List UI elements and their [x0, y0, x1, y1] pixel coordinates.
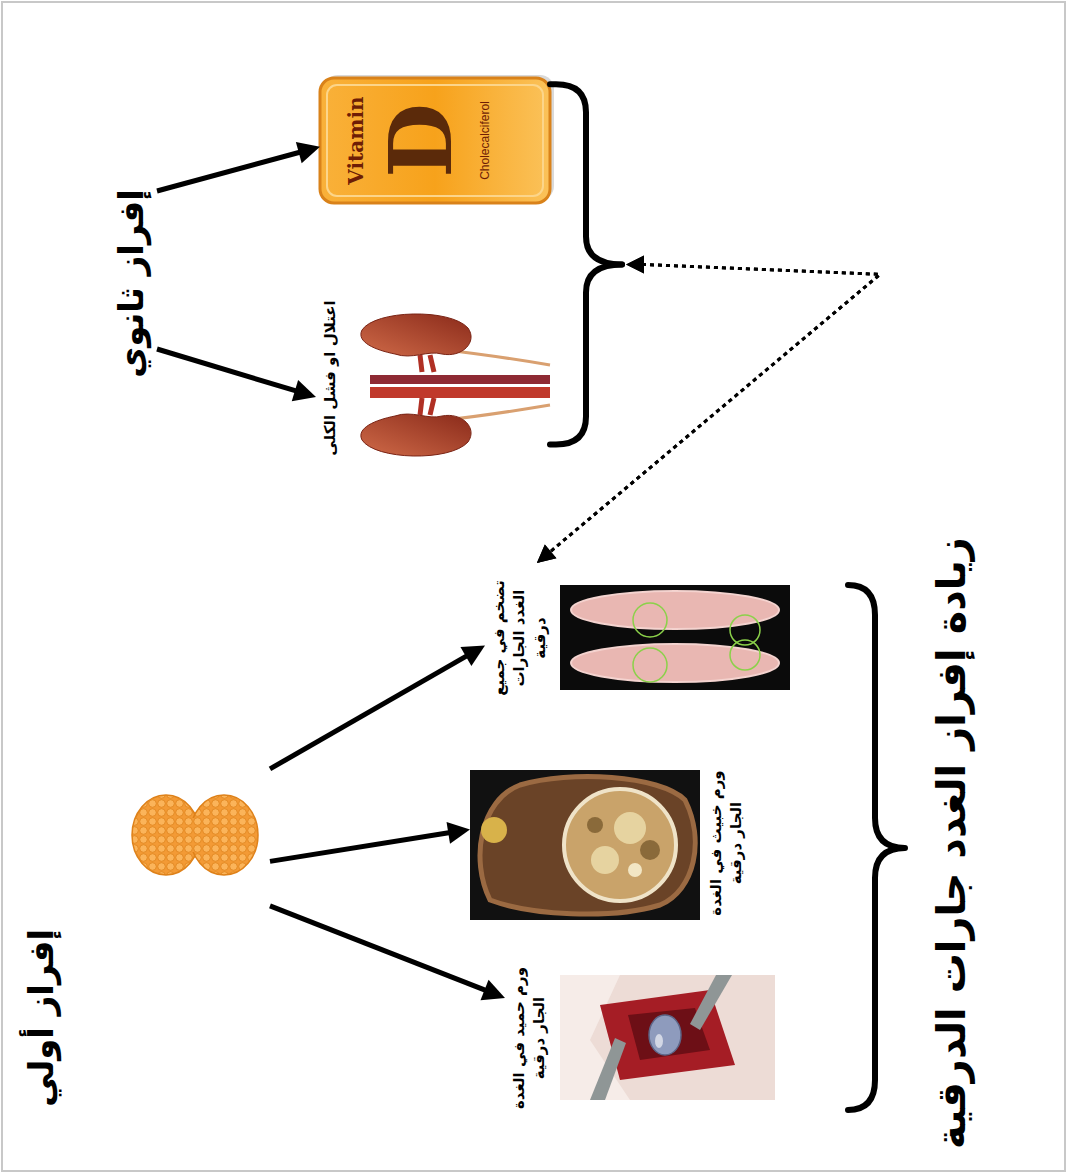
art-ellipse: [649, 1015, 681, 1055]
art-rect: [320, 78, 550, 203]
vitamin-box: [320, 75, 554, 203]
arrow-head: [481, 980, 505, 1000]
arrow-connector: [270, 822, 470, 861]
item-label: تضخم في جميع الغدد الجارات درقية: [489, 569, 550, 707]
art-ellipse: [655, 1034, 663, 1048]
arrow-line: [157, 152, 301, 191]
brace-arm: [550, 84, 622, 264]
art-rect: [370, 375, 550, 384]
art-path: [420, 355, 434, 415]
vitamin-text: Vitamin: [344, 82, 368, 199]
art-rect: [370, 387, 550, 398]
dotted-connector: [537, 255, 880, 563]
arrow-head: [447, 822, 470, 844]
adenoma-photo: [560, 975, 775, 1100]
group-brace: [848, 585, 905, 1110]
art-circle: [628, 863, 642, 877]
kidney-picture: [361, 314, 550, 456]
dotted-connector: [537, 84, 880, 563]
vitamin-text: Cholecalciferol: [478, 82, 492, 199]
gland-icon: [132, 795, 258, 875]
art-circle: [587, 817, 603, 833]
outcome-item: ورم خبيث في الغدة الجار درقية: [470, 758, 751, 928]
carcinoma-photo: [470, 770, 700, 920]
art-circle: [640, 840, 660, 860]
item-label: اعتلال او فشل الكلى: [320, 289, 340, 467]
arrow-head: [626, 255, 644, 273]
art-rect: [470, 770, 700, 920]
arrow-connector: [157, 142, 320, 191]
dotted-line: [549, 264, 880, 552]
vitamin-text: D: [376, 82, 466, 199]
diagram-title: زيادة إفراز الغدد جارات الدرقية: [925, 523, 977, 1163]
arrow-line: [270, 906, 486, 991]
art-circle: [633, 603, 667, 637]
art-circle: [591, 846, 619, 874]
arrow-connector: [157, 349, 316, 401]
outcome-item: ورم حميد في الغدة الجار درقية: [505, 958, 775, 1118]
art-path: [590, 1038, 626, 1100]
title-holder: زيادة إفراز الغدد جارات الدرقية: [925, 523, 977, 1163]
group-heading: إفراز أولي: [19, 749, 63, 1107]
art-ellipse: [571, 644, 779, 682]
arrow-line: [270, 833, 450, 862]
secondary-heading: إفراز ثانوي: [105, 183, 157, 383]
vitamin-item: Vitamin D Cholecalciferol: [320, 78, 550, 203]
art-path: [690, 975, 732, 1030]
arrow-head: [292, 380, 316, 401]
art-circle: [633, 648, 667, 682]
hyperplasia-photo: [560, 585, 790, 690]
cause-item: اعتلال او فشل الكلى: [316, 283, 550, 473]
art-path: [361, 414, 471, 456]
arrow-line: [157, 349, 297, 391]
art-path: [480, 777, 695, 914]
arrow-head: [537, 545, 557, 563]
arrow-line: [270, 655, 468, 768]
art-rect: [182, 818, 208, 852]
arrow-head: [626, 255, 644, 273]
art-ellipse: [571, 591, 779, 629]
art-rect: [560, 975, 775, 1100]
art-circle: [564, 789, 676, 901]
arrow-connector: [270, 906, 505, 1000]
arrow-head: [537, 545, 557, 563]
outcome-item: تضخم في جميع الغدد الجارات درقية: [485, 563, 790, 713]
art-path: [361, 314, 471, 356]
arrow-head: [296, 142, 320, 163]
primary-group: إفراز أولي: [15, 743, 270, 1113]
item-label: ورم خبيث في الغدة الجار درقية: [706, 764, 747, 922]
dotted-line: [549, 264, 880, 552]
arrow-connector: [270, 646, 485, 769]
art-circle: [730, 615, 760, 645]
brace-arm: [550, 264, 622, 444]
art-path: [445, 350, 550, 420]
arrow-head: [460, 646, 485, 666]
art-rect: [560, 585, 790, 690]
art-circle: [614, 812, 646, 844]
item-label: ورم حميد في الغدة الجار درقية: [509, 964, 550, 1112]
group-heading: إفراز ثانوي: [109, 189, 153, 377]
art-circle: [481, 817, 507, 843]
